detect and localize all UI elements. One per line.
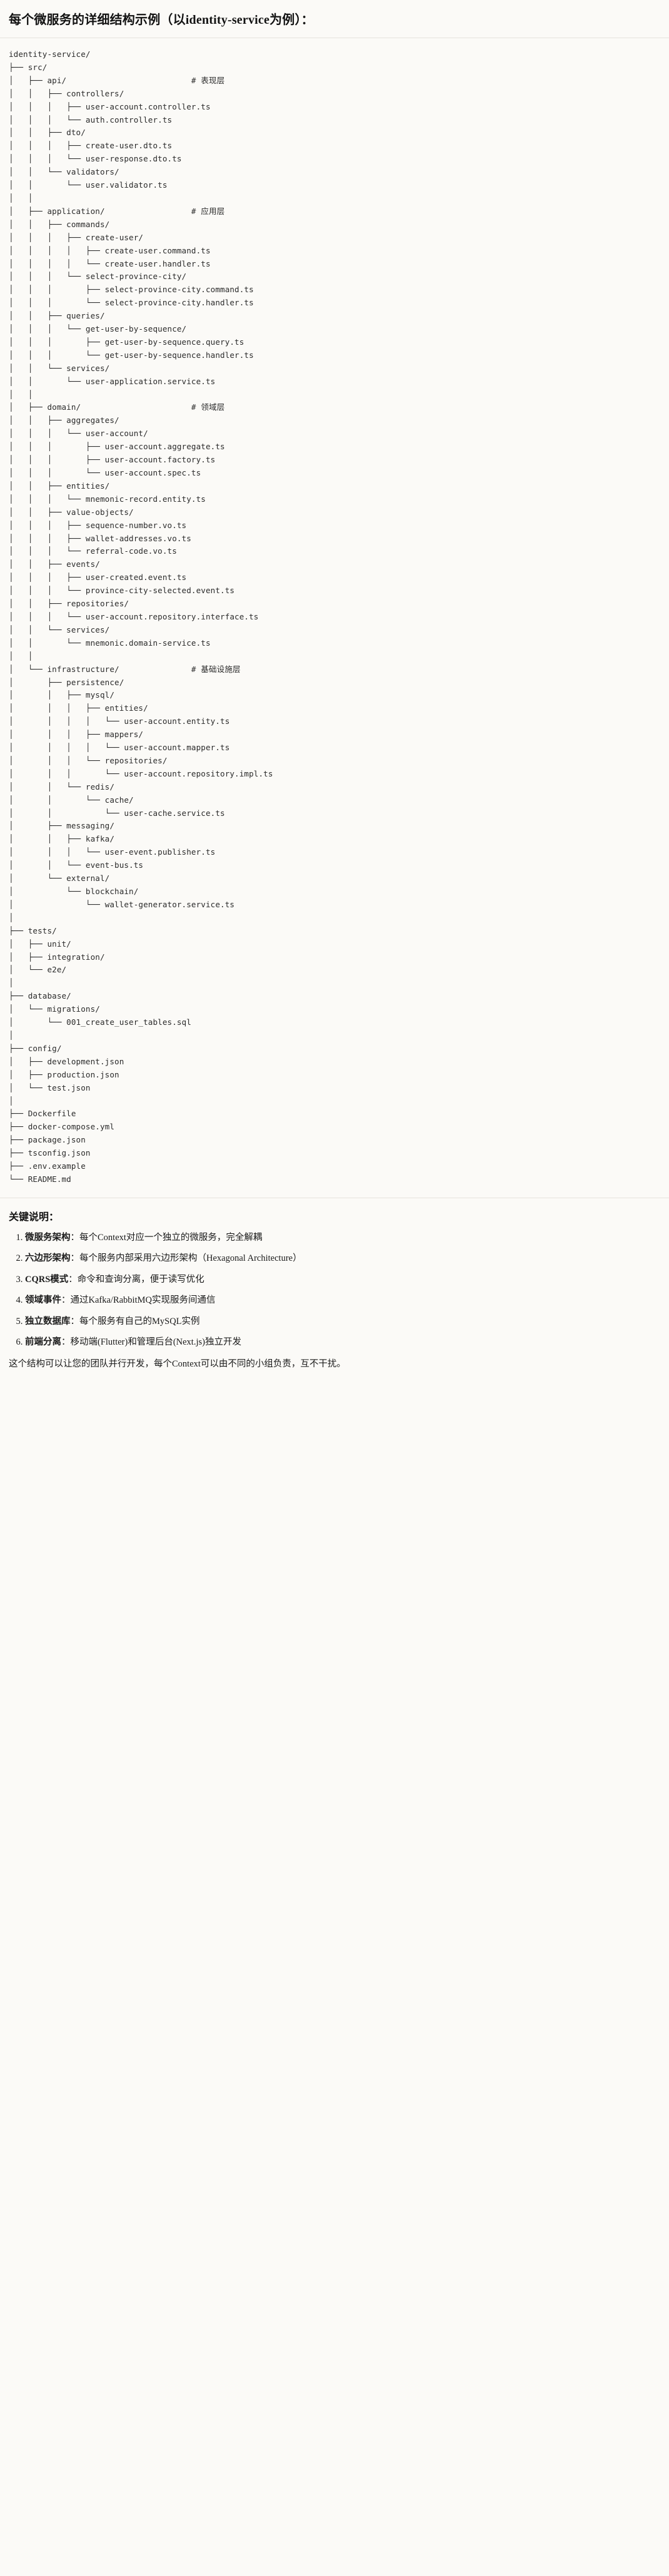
key-note-term: 微服务架构 <box>25 1232 71 1243</box>
key-note-term: 前端分离 <box>25 1337 61 1348</box>
key-note-desc: ：移动端(Flutter)和管理后台(Next.js)独立开发 <box>61 1337 241 1348</box>
key-note-term: CQRS模式 <box>25 1274 69 1285</box>
closing-paragraph: 这个结构可以让您的团队并行开发，每个Context可以由不同的小组负责，互不干扰… <box>9 1358 346 1369</box>
key-notes-section: 关键说明： 微服务架构：每个Context对应一个独立的微服务，完全解耦六边形架… <box>0 1198 669 1382</box>
directory-tree-block: identity-service/ ├── src/ │ ├── api/ # … <box>0 38 669 1198</box>
key-note-term: 独立数据库 <box>25 1316 71 1326</box>
key-note-item: 微服务架构：每个Context对应一个独立的微服务，完全解耦 <box>25 1231 660 1245</box>
key-note-item: 独立数据库：每个服务有自己的MySQL实例 <box>25 1315 660 1328</box>
key-note-item: 六边形架构：每个服务内部采用六边形架构（Hexagonal Architectu… <box>25 1251 660 1265</box>
key-note-item: 领域事件：通过Kafka/RabbitMQ实现服务间通信 <box>25 1293 660 1307</box>
key-note-desc: ：通过Kafka/RabbitMQ实现服务间通信 <box>61 1295 216 1306</box>
key-note-term: 六边形架构 <box>25 1253 71 1264</box>
key-notes-heading: 关键说明： <box>9 1211 59 1223</box>
key-note-desc: ：每个Context对应一个独立的微服务，完全解耦 <box>70 1232 263 1243</box>
key-note-desc: ：每个服务有自己的MySQL实例 <box>70 1316 200 1326</box>
directory-tree: identity-service/ ├── src/ │ ├── api/ # … <box>9 49 273 1184</box>
key-notes-list: 微服务架构：每个Context对应一个独立的微服务，完全解耦六边形架构：每个服务… <box>9 1231 660 1350</box>
document-page: 每个微服务的详细结构示例（以identity-service为例）： ident… <box>0 0 669 1382</box>
key-note-item: 前端分离：移动端(Flutter)和管理后台(Next.js)独立开发 <box>25 1335 660 1349</box>
key-note-term: 领域事件 <box>25 1295 61 1306</box>
document-header: 每个微服务的详细结构示例（以identity-service为例）： <box>0 0 669 38</box>
key-note-desc: ：命令和查询分离，便于读写优化 <box>68 1274 204 1285</box>
page-title: 每个微服务的详细结构示例（以identity-service为例）： <box>9 13 314 27</box>
key-note-desc: ：每个服务内部采用六边形架构（Hexagonal Architecture） <box>70 1253 302 1264</box>
key-note-item: CQRS模式：命令和查询分离，便于读写优化 <box>25 1273 660 1286</box>
